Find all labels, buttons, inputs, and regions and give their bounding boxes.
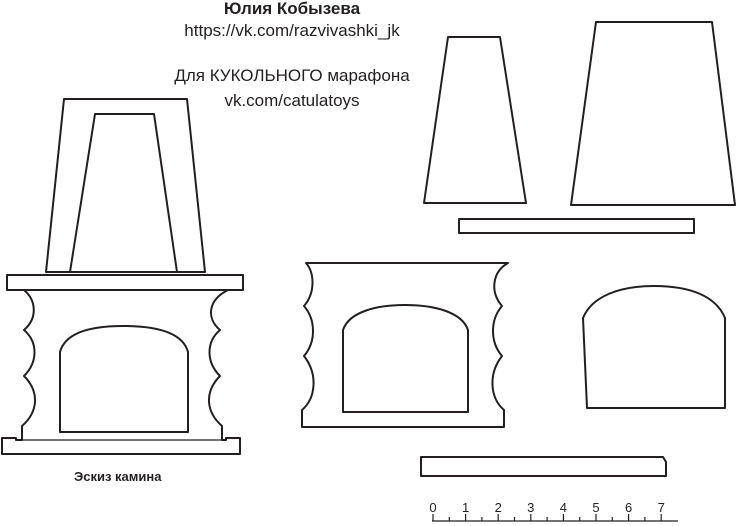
ruler-label: 2 (495, 500, 502, 515)
sketch-caption: Эскиз камина (74, 469, 162, 484)
ruler-label: 0 (429, 500, 436, 515)
hearth-base-piece (420, 456, 667, 477)
author-name: Юлия Кобызева (223, 0, 361, 18)
fireplace-sketch (1, 98, 244, 455)
ruler-label: 7 (658, 500, 665, 515)
chimney-front-piece (423, 36, 527, 204)
marathon-title: Для КУКОЛЬНОГО марафона (174, 66, 410, 85)
firebox-back-piece (582, 285, 726, 409)
marathon-link: vk.com/catulatoys (224, 91, 360, 110)
ruler-label: 6 (625, 500, 632, 515)
scale-ruler: 0 1 2 3 4 5 6 7 (429, 500, 678, 522)
sketch-mantel-shelf (6, 274, 244, 291)
author-link: https://vk.com/razvivashki_jk (184, 21, 400, 40)
sketch-chimney-inner (69, 113, 178, 273)
ruler-label: 1 (462, 500, 469, 515)
ruler-label: 5 (592, 500, 599, 515)
ruler-label: 4 (560, 500, 567, 515)
fireplace-opening-cutout (342, 304, 469, 413)
chimney-strip-piece (458, 218, 695, 234)
chimney-side-piece (570, 21, 736, 206)
sketch-firebox-opening (59, 325, 189, 433)
ruler-label: 3 (527, 500, 534, 515)
